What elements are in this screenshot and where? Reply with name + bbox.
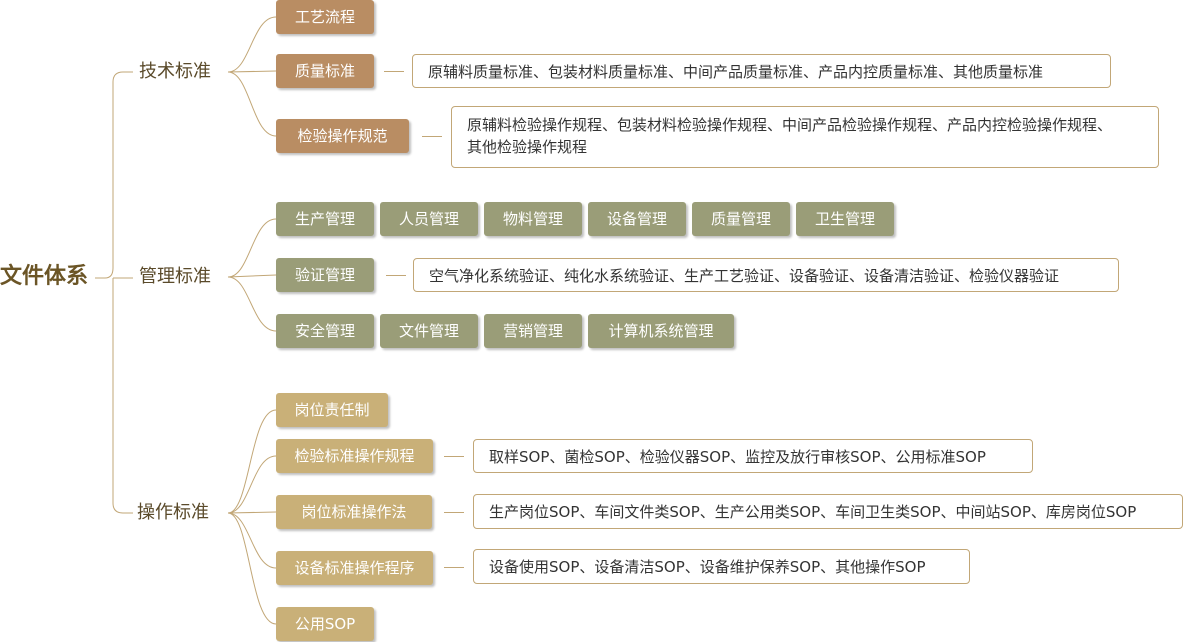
category-technical: 技术标准 [139,61,211,82]
node-equipment-sop: 设备标准操作程序 [276,551,433,585]
node-inspection-sop: 检验标准操作规程 [276,439,433,473]
connector-dash [386,275,406,276]
category-operation: 操作标准 [137,502,209,523]
detail-quality-standard: 原辅料质量标准、包装材料质量标准、中间产品质量标准、产品内控质量标准、其他质量标… [412,54,1111,88]
node-material-mgmt: 物料管理 [484,202,582,236]
detail-inspection-sop: 取样SOP、菌检SOP、检验仪器SOP、监控及放行审核SOP、公用标准SOP [473,439,1033,473]
node-equipment-mgmt: 设备管理 [588,202,686,236]
category-management: 管理标准 [139,266,211,287]
node-safety-mgmt: 安全管理 [276,314,374,348]
detail-inspection-spec: 原辅料检验操作规程、包装材料检验操作规程、中间产品检验操作规程、产品内控检验操作… [451,106,1159,168]
detail-validation: 空气净化系统验证、纯化水系统验证、生产工艺验证、设备验证、设备清洁验证、检验仪器… [413,258,1119,292]
node-computer-system-mgmt: 计算机系统管理 [588,314,734,348]
node-post-responsibility: 岗位责任制 [276,393,388,427]
node-validation-mgmt: 验证管理 [276,258,374,292]
node-personnel-mgmt: 人员管理 [380,202,478,236]
node-inspection-spec: 检验操作规范 [276,119,409,153]
detail-post-sop: 生产岗位SOP、车间文件类SOP、生产公用类SOP、车间卫生类SOP、中间站SO… [473,494,1183,529]
node-process-flow: 工艺流程 [276,0,374,34]
node-public-sop: 公用SOP [276,607,374,641]
root-title: 文件体系 [0,264,89,289]
connector-dash [444,567,464,568]
detail-line: 其他检验操作规程 [467,138,588,156]
node-quality-mgmt: 质量管理 [692,202,790,236]
node-marketing-mgmt: 营销管理 [484,314,582,348]
node-document-mgmt: 文件管理 [380,314,478,348]
node-quality-standard: 质量标准 [276,54,374,88]
connector-dash [422,136,442,137]
connector-dash [384,71,404,72]
connector-dash [444,512,464,513]
node-post-sop: 岗位标准操作法 [276,495,432,529]
node-production-mgmt: 生产管理 [276,202,374,236]
detail-line: 原辅料检验操作规程、包装材料检验操作规程、中间产品检验操作规程、产品内控检验操作… [467,116,1113,134]
node-hygiene-mgmt: 卫生管理 [796,202,894,236]
detail-equipment-sop: 设备使用SOP、设备清洁SOP、设备维护保养SOP、其他操作SOP [473,549,970,584]
connector-dash [444,456,464,457]
